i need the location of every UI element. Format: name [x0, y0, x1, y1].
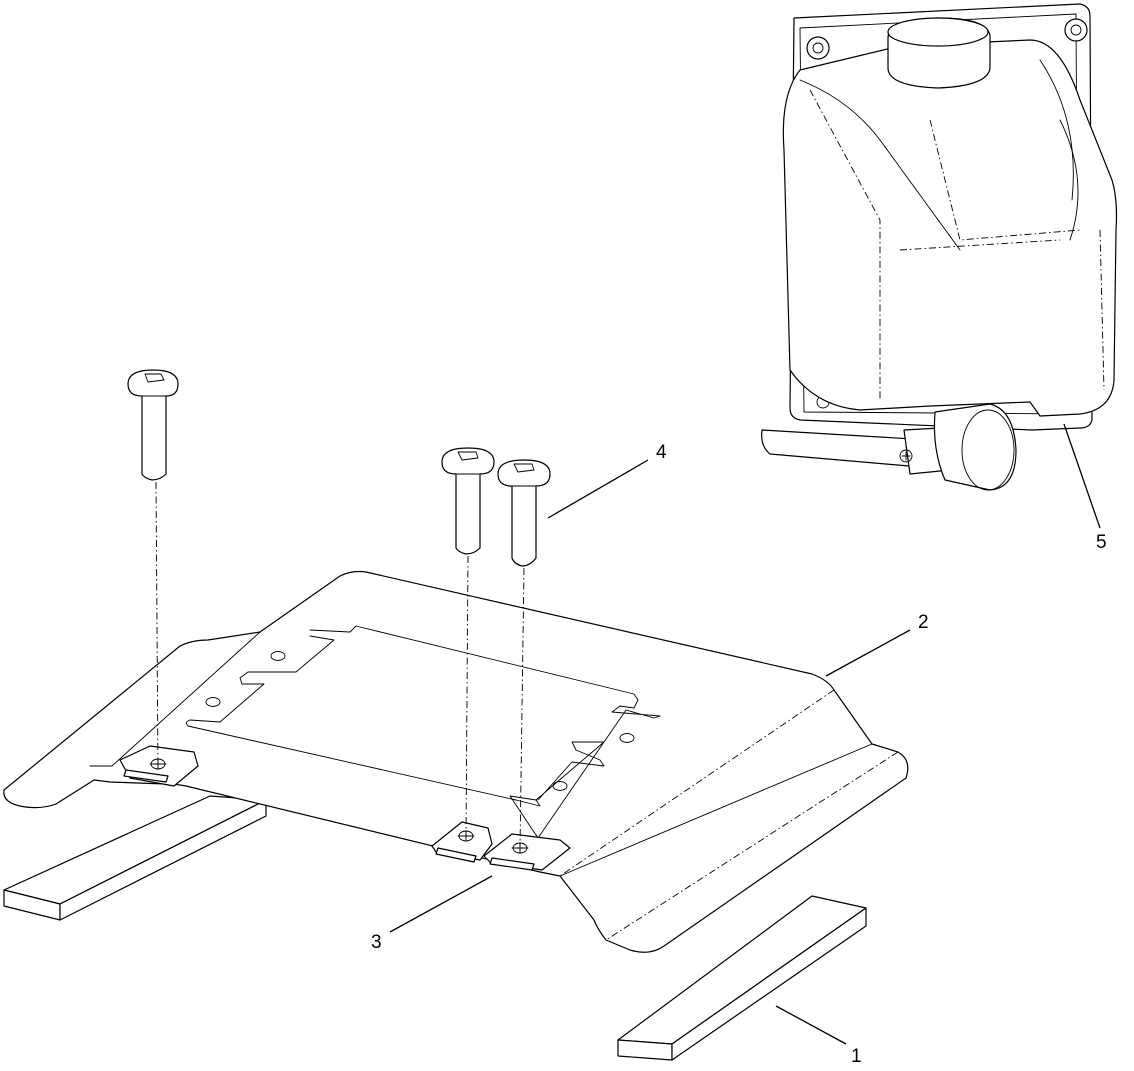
screw-center — [441, 447, 495, 837]
isolator-strip-left — [3, 795, 267, 921]
callout-3: 3 — [371, 875, 493, 953]
nut-clip-right — [483, 833, 571, 871]
mount-nut-top-left — [806, 36, 830, 60]
nut-clip-center — [431, 821, 493, 863]
screw-left — [127, 369, 179, 771]
callout-label-4: 4 — [656, 442, 667, 463]
callout-1: 1 — [775, 1005, 862, 1067]
reservoir-tank-assembly — [761, 3, 1118, 491]
callout-label-3: 3 — [371, 932, 382, 953]
callout-5: 5 — [1063, 423, 1107, 553]
leader-line-5 — [1063, 423, 1101, 529]
callout-4: 4 — [547, 442, 667, 519]
mount-nut-top-right — [1064, 18, 1088, 42]
mounting-plate — [3, 570, 909, 953]
leader-line-2 — [825, 629, 911, 677]
callout-label-5: 5 — [1096, 532, 1107, 553]
callout-label-1: 1 — [851, 1046, 862, 1067]
leader-line-1 — [775, 1005, 847, 1045]
callout-2: 2 — [825, 612, 929, 677]
leader-line-3 — [389, 875, 493, 933]
screw-right — [497, 459, 551, 849]
leader-line-4 — [547, 459, 649, 519]
nut-clip-left — [119, 745, 199, 787]
callout-label-2: 2 — [918, 612, 929, 633]
isolator-strip-right — [617, 895, 867, 1061]
